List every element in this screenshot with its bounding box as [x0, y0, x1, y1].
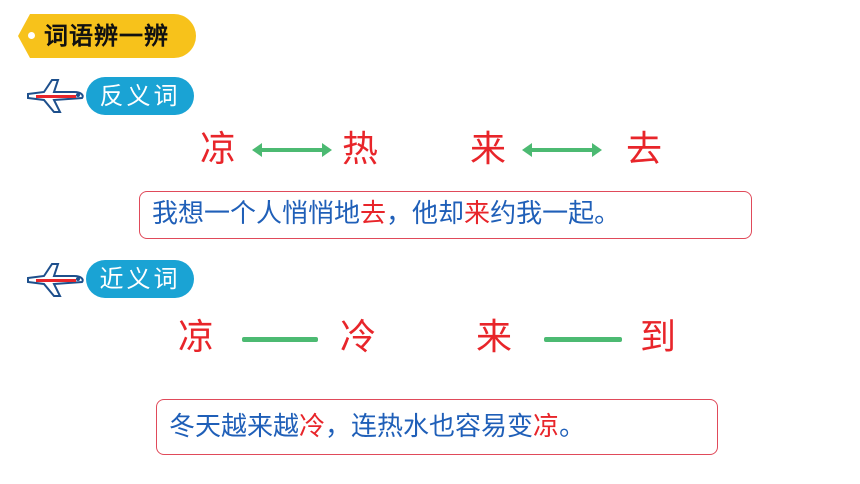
synonym-word-right-2: 到 [640, 317, 677, 358]
sentence-text: 。 [559, 412, 586, 442]
antonym-example-sentence: 我想一个人悄悄地去，他却来约我一起。 [139, 191, 752, 239]
highlight-word: 凉 [533, 412, 560, 442]
highlight-word: 去 [360, 199, 387, 229]
synonym-word-left-1: 凉 [178, 317, 215, 358]
section-title: 词语辨一辨 [44, 22, 169, 50]
synonym-example-sentence: 冬天越来越冷，连热水也容易变凉。 [156, 399, 718, 455]
synonym-word-left-2: 来 [476, 317, 513, 358]
airplane-icon [27, 79, 84, 113]
antonym-word-left-2: 来 [470, 129, 507, 170]
double-arrow-icon [522, 143, 602, 157]
sentence-text: ，他却 [386, 199, 465, 229]
antonym-word-left-1: 凉 [200, 129, 237, 170]
highlight-word: 冷 [299, 412, 326, 442]
relation-line [242, 337, 318, 342]
relation-line [544, 337, 622, 342]
sentence-text: 冬天越来越 [169, 412, 300, 442]
section-title-tag [18, 14, 196, 58]
highlight-word: 来 [464, 199, 491, 229]
double-arrow-icon [252, 143, 332, 157]
sentence-text: 约我一起。 [490, 199, 621, 229]
sentence-text: ，连热水也容易变 [325, 412, 534, 442]
airplane-icon [27, 263, 84, 297]
sentence-text: 我想一个人悄悄地 [152, 199, 361, 229]
synonym-label-pill: 近义词 [86, 260, 194, 298]
antonym-word-right-2: 去 [626, 129, 663, 170]
antonym-word-right-1: 热 [342, 129, 379, 170]
title-dot-icon [28, 32, 35, 39]
antonym-label-pill: 反义词 [86, 77, 194, 115]
synonym-word-right-1: 冷 [340, 317, 377, 358]
